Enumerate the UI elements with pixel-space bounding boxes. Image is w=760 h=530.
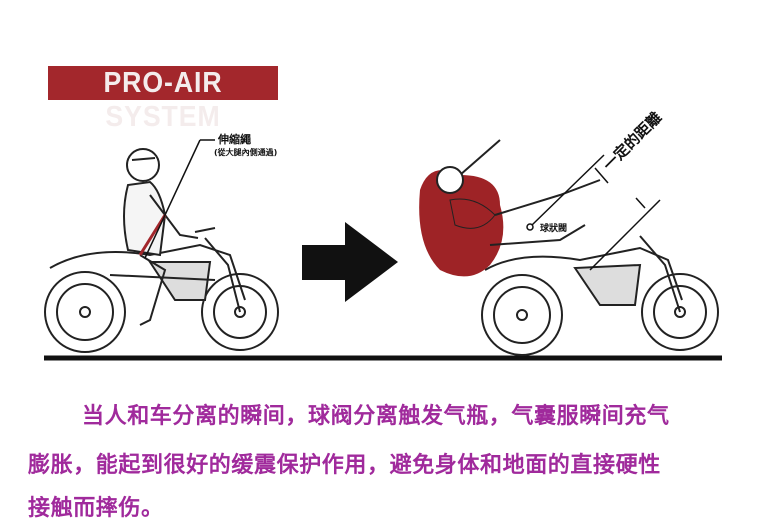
tether-note: (從大腿內側通過) bbox=[214, 148, 278, 157]
ball-valve-label: 球狀閥 bbox=[540, 224, 568, 234]
distance-markers bbox=[526, 154, 661, 271]
description-line-1: 当人和车分离的瞬间，球阀分离触发气瓶，气囊服瞬间充气 bbox=[82, 404, 670, 429]
arrow-icon bbox=[302, 222, 398, 302]
description-line-2: 膨胀，能起到很好的缓震保护作用，避免身体和地面的直接硬性 bbox=[28, 453, 661, 478]
rider-right-airbag bbox=[419, 139, 601, 277]
motorcycle-right bbox=[481, 235, 719, 356]
tether-label: 伸縮繩 bbox=[218, 133, 251, 146]
description-line-3: 接触而摔伤。 bbox=[28, 496, 164, 521]
tether-leader bbox=[144, 139, 201, 259]
pro-air-system-logo: PRO-AIR SYSTEM bbox=[48, 66, 278, 133]
